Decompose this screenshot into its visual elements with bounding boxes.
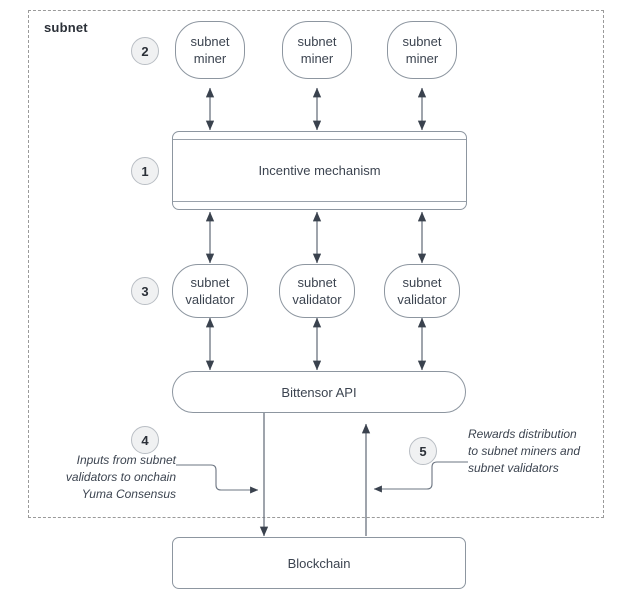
node-subnet-validator-2[interactable]: subnet validator [279, 264, 355, 318]
annotation-inputs-to-yuma-consensus: Inputs from subnet validators to onchain… [46, 452, 176, 503]
node-label-line1: subnet [297, 275, 337, 290]
node-label: subnet validator [397, 274, 446, 308]
badge-number: 2 [141, 43, 149, 59]
badge-number: 3 [141, 283, 149, 299]
node-label: subnet validator [292, 274, 341, 308]
node-subnet-miner-3[interactable]: subnet miner [387, 21, 457, 79]
badge-number: 4 [141, 432, 149, 448]
node-subnet-validator-1[interactable]: subnet validator [172, 264, 248, 318]
node-label: Blockchain [287, 555, 351, 571]
annotation-line1: Inputs from subnet [76, 453, 176, 467]
node-label: Bittensor API [281, 384, 357, 400]
badge-4-inputs-to-yuma-consensus[interactable]: 4 [131, 426, 159, 454]
annotation-line1: Rewards distribution [468, 427, 577, 441]
badge-number: 5 [419, 443, 427, 459]
node-label-line2: validator [185, 292, 235, 307]
module-band-top [173, 139, 466, 140]
node-label-line1: subnet [297, 34, 337, 49]
annotation-rewards-distribution: Rewards distribution to subnet miners an… [468, 426, 608, 477]
subnet-boundary [28, 10, 604, 518]
node-label-line2: miner [405, 51, 439, 66]
node-subnet-validator-3[interactable]: subnet validator [384, 264, 460, 318]
subnet-title: subnet [44, 20, 88, 35]
node-label: Incentive mechanism [258, 163, 381, 178]
node-label: subnet miner [297, 33, 336, 67]
badge-1-incentive-mechanism[interactable]: 1 [131, 157, 159, 185]
node-subnet-miner-1[interactable]: subnet miner [175, 21, 245, 79]
badge-number: 1 [141, 163, 149, 179]
node-label-line1: subnet [402, 34, 442, 49]
annotation-line2: to subnet miners and [468, 444, 581, 458]
annotation-line2: validators to onchain [65, 470, 176, 484]
node-bittensor-api[interactable]: Bittensor API [172, 371, 466, 413]
node-label-line2: validator [397, 292, 447, 307]
node-label-line1: subnet [190, 275, 230, 290]
node-label-line2: miner [300, 51, 334, 66]
node-label-line1: subnet [190, 34, 230, 49]
node-label: subnet validator [185, 274, 234, 308]
badge-2-subnet-miners[interactable]: 2 [131, 37, 159, 65]
badge-3-subnet-validators[interactable]: 3 [131, 277, 159, 305]
node-label-line2: validator [292, 292, 342, 307]
node-blockchain[interactable]: Blockchain [172, 537, 466, 589]
node-label-line2: miner [193, 51, 227, 66]
node-label: subnet miner [190, 33, 229, 67]
node-label-line1: subnet [402, 275, 442, 290]
badge-5-rewards-distribution[interactable]: 5 [409, 437, 437, 465]
node-label: subnet miner [402, 33, 441, 67]
annotation-line3: Yuma Consensus [81, 487, 176, 501]
node-subnet-miner-2[interactable]: subnet miner [282, 21, 352, 79]
annotation-line3: subnet validators [468, 461, 559, 475]
node-incentive-mechanism[interactable]: Incentive mechanism [172, 131, 467, 210]
module-band-bottom [173, 201, 466, 202]
